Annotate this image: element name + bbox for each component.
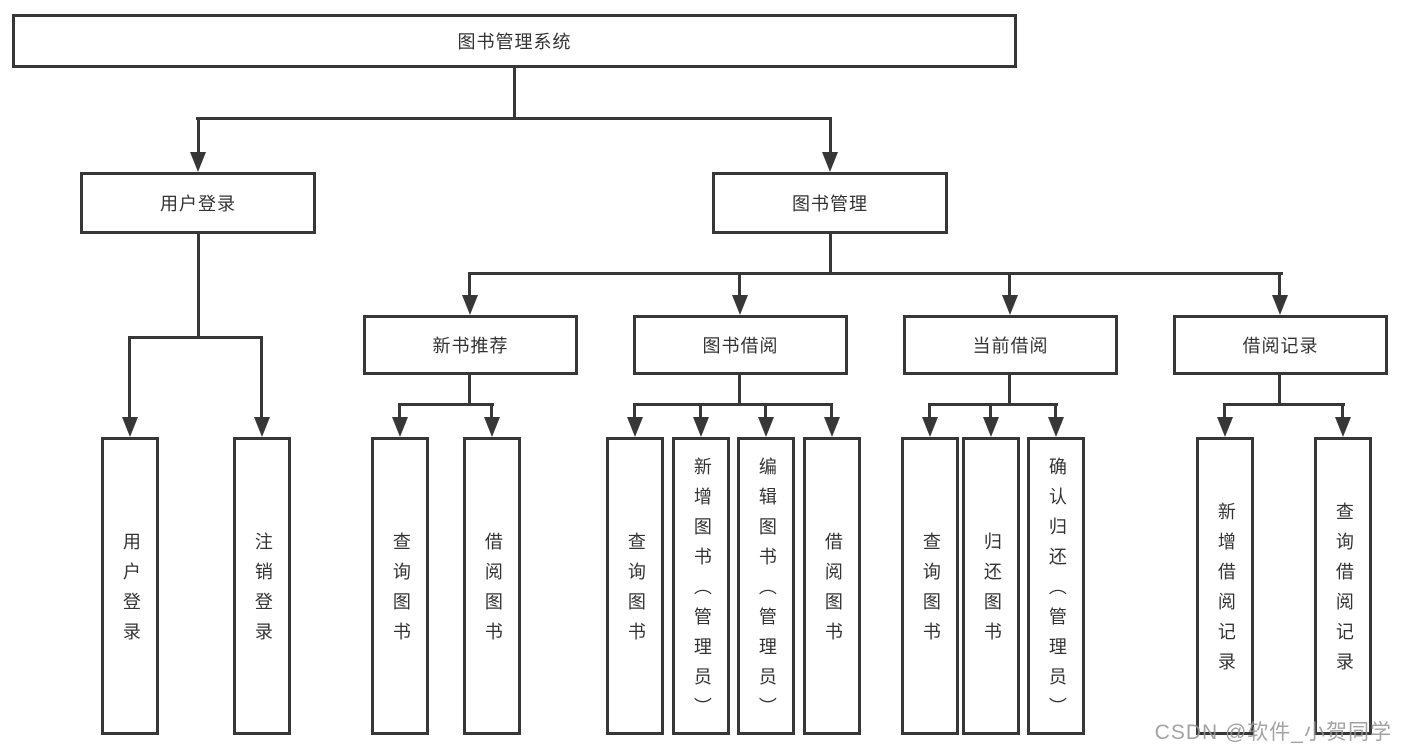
arrowhead-borrow-records [1272, 295, 1288, 315]
arrowhead-leaf-query-record [1335, 417, 1351, 437]
leaf-user-login: 用户登录 [101, 437, 159, 735]
arrowhead-leaf-borrow-books-2 [824, 417, 840, 437]
node-user-login: 用户登录 [80, 172, 316, 234]
connector-new-book-stem [468, 375, 471, 405]
connector-book-borrow-stem [738, 375, 741, 405]
connector-root-split [196, 117, 832, 120]
leaf-edit-book-admin: 编辑图书（管理员） [737, 437, 795, 735]
leaf-query-books-1-label: 查询图书 [390, 532, 411, 652]
connector-borrow-records-stem [1278, 375, 1281, 405]
node-library-system: 图书管理系统 [12, 14, 1017, 68]
leaf-edit-book-admin-label: 编辑图书（管理员） [756, 457, 777, 727]
leaf-add-borrow-record-label: 新增借阅记录 [1215, 502, 1236, 682]
connector-current-borrow-split [928, 403, 1058, 406]
node-new-book-recommend: 新书推荐 [363, 315, 578, 375]
leaf-user-login-label: 用户登录 [120, 532, 141, 652]
leaf-confirm-return-admin-label: 确认归还（管理员） [1046, 457, 1067, 727]
leaf-add-book-admin-label: 新增图书（管理员） [691, 457, 712, 727]
leaf-query-borrow-record-label: 查询借阅记录 [1333, 502, 1354, 682]
connector-to-leaf-edit-book [764, 403, 767, 420]
connector-to-book-management [829, 117, 832, 155]
connector-to-current-borrow [1008, 272, 1011, 298]
arrowhead-book-borrow [732, 295, 748, 315]
connector-current-borrow-stem [1008, 375, 1011, 405]
connector-to-leaf-confirm-return [1054, 403, 1057, 420]
arrowhead-leaf-logout [254, 417, 270, 437]
connector-to-leaf-logout [260, 336, 263, 420]
arrowhead-leaf-confirm-return [1048, 417, 1064, 437]
connector-to-leaf-query-books-1 [398, 403, 401, 420]
leaf-borrow-books-1-label: 借阅图书 [482, 532, 503, 652]
leaf-return-book-label: 归还图书 [981, 532, 1002, 652]
connector-book-management-stem [829, 234, 832, 274]
connector-to-new-book [468, 272, 471, 298]
arrowhead-new-book [462, 295, 478, 315]
arrowhead-user-login [190, 152, 206, 172]
connector-to-leaf-query-books-2 [633, 403, 636, 420]
connector-root-stem [513, 67, 516, 117]
leaf-add-book-admin: 新增图书（管理员） [672, 437, 730, 735]
connector-to-leaf-query-record [1341, 403, 1344, 420]
connector-book-management-split [468, 272, 1283, 275]
leaf-query-books-1: 查询图书 [371, 437, 429, 735]
node-book-management: 图书管理 [712, 172, 948, 234]
node-borrow-records: 借阅记录 [1173, 315, 1388, 375]
leaf-add-borrow-record: 新增借阅记录 [1196, 437, 1254, 735]
connector-book-borrow-split [633, 403, 833, 406]
connector-to-book-borrow [738, 272, 741, 298]
connector-to-leaf-add-book [699, 403, 702, 420]
node-book-borrow: 图书借阅 [633, 315, 848, 375]
arrowhead-leaf-edit-book [758, 417, 774, 437]
node-borrow-records-label: 借阅记录 [1242, 336, 1319, 356]
connector-to-leaf-query-books-3 [928, 403, 931, 420]
connector-user-login-stem [197, 234, 200, 336]
arrowhead-leaf-login [122, 417, 138, 437]
connector-to-leaf-borrow-books-2 [830, 403, 833, 420]
leaf-borrow-books-2: 借阅图书 [803, 437, 861, 735]
connector-to-leaf-return-book [989, 403, 992, 420]
leaf-confirm-return-admin: 确认归还（管理员） [1027, 437, 1085, 735]
connector-to-leaf-borrow-books-1 [490, 403, 493, 420]
node-book-management-label: 图书管理 [792, 194, 868, 214]
connector-user-login-split [128, 336, 263, 339]
node-new-book-recommend-label: 新书推荐 [432, 336, 509, 356]
connector-to-leaf-login [128, 336, 131, 420]
connector-borrow-records-split [1223, 403, 1345, 406]
arrowhead-leaf-query-books-3 [922, 417, 938, 437]
connector-new-book-split [398, 403, 494, 406]
arrowhead-current-borrow [1002, 295, 1018, 315]
arrowhead-leaf-add-record [1217, 417, 1233, 437]
arrowhead-leaf-borrow-books-1 [484, 417, 500, 437]
connector-to-leaf-add-record [1223, 403, 1226, 420]
arrowhead-book-management [822, 152, 838, 172]
node-book-borrow-label: 图书借阅 [702, 336, 779, 356]
node-library-system-label: 图书管理系统 [457, 32, 572, 52]
connector-to-borrow-records [1278, 272, 1281, 298]
arrowhead-leaf-query-books-1 [392, 417, 408, 437]
node-current-borrow-label: 当前借阅 [972, 336, 1049, 356]
leaf-return-book: 归还图书 [962, 437, 1020, 735]
leaf-query-books-2: 查询图书 [606, 437, 664, 735]
csdn-watermark: CSDN @软件_小贺同学 [1154, 721, 1392, 744]
leaf-borrow-books-2-label: 借阅图书 [822, 532, 843, 652]
arrowhead-leaf-add-book [693, 417, 709, 437]
node-user-login-label: 用户登录 [160, 194, 236, 214]
leaf-query-books-3: 查询图书 [901, 437, 959, 735]
leaf-query-borrow-record: 查询借阅记录 [1314, 437, 1372, 735]
leaf-query-books-3-label: 查询图书 [920, 532, 941, 652]
leaf-logout: 注销登录 [233, 437, 291, 735]
connector-to-user-login [197, 117, 200, 155]
arrowhead-leaf-return-book [983, 417, 999, 437]
node-current-borrow: 当前借阅 [903, 315, 1118, 375]
arrowhead-leaf-query-books-2 [627, 417, 643, 437]
leaf-logout-label: 注销登录 [252, 532, 273, 652]
leaf-borrow-books-1: 借阅图书 [463, 437, 521, 735]
leaf-query-books-2-label: 查询图书 [625, 532, 646, 652]
